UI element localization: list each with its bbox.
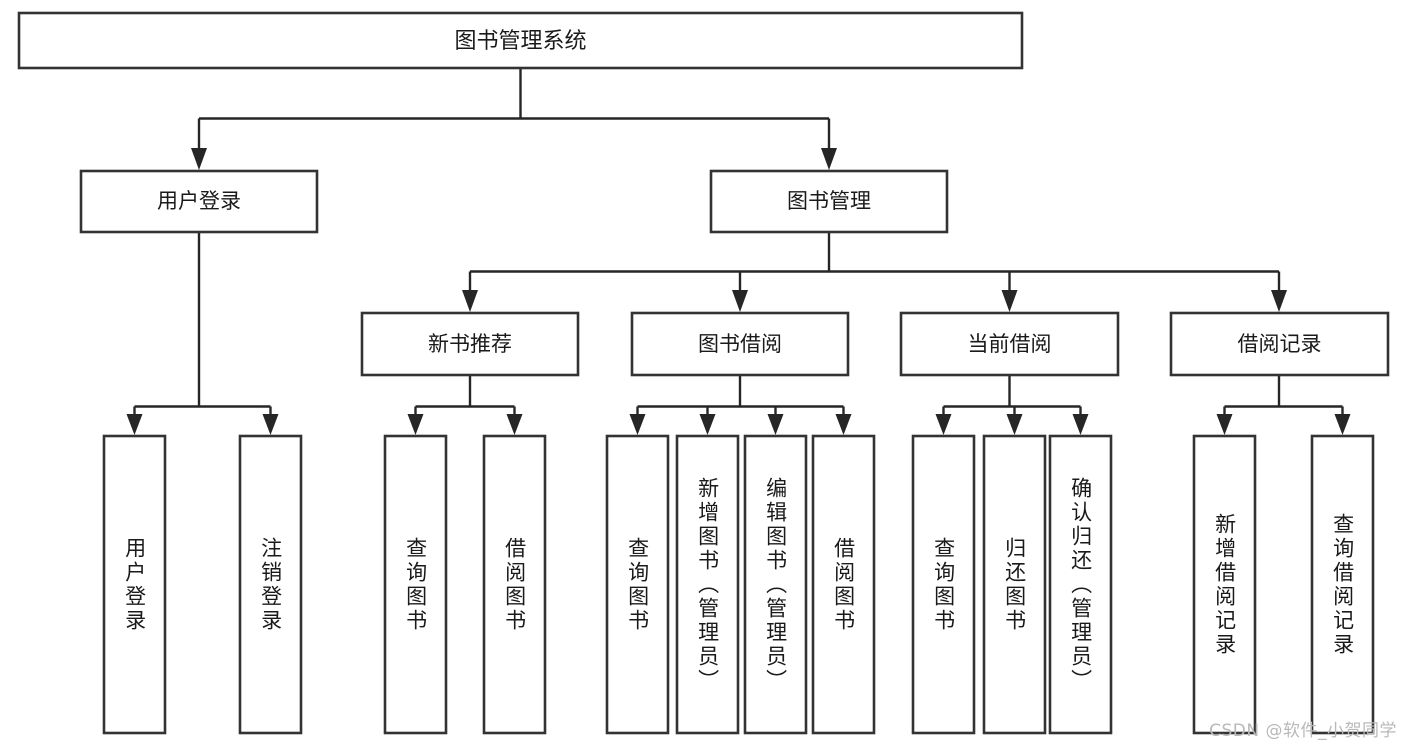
node-box-leaf-return-book[interactable] (982, 434, 1047, 735)
node-box-leaf-edit-book-admin[interactable] (743, 434, 808, 735)
node-box-new-book-recommend[interactable] (360, 311, 580, 377)
arrowhead-borrow-record (1271, 290, 1287, 312)
node-label-root: 图书管理系统 (454, 29, 586, 54)
node-box-borrow-record[interactable] (1169, 311, 1390, 377)
connector-book-management-to-level3 (462, 232, 1287, 312)
node-box-leaf-query-books-current[interactable] (911, 434, 976, 735)
arrowhead-leaf-query-books-current (935, 414, 952, 435)
arrowhead-leaf-query-books-borrow (629, 414, 646, 435)
node-user-login[interactable]: 用户登录 (79, 169, 319, 234)
node-label-current-borrow: 当前借阅 (968, 332, 1052, 356)
node-box-leaf-borrow-book[interactable] (811, 434, 876, 735)
node-current-borrow[interactable]: 当前借阅 (899, 311, 1120, 377)
arrowhead-user-login (191, 148, 207, 170)
node-box-leaf-query-borrow-record[interactable] (1310, 434, 1375, 735)
arrowhead-leaf-logout-login (262, 414, 279, 435)
arrowhead-leaf-add-borrow-record (1216, 414, 1233, 435)
node-box-leaf-borrow-books-rec[interactable] (482, 434, 547, 735)
node-box-leaf-logout-login[interactable] (238, 434, 303, 735)
arrowhead-leaf-return-book (1006, 414, 1023, 435)
connector-book-borrow-to-leaves (629, 375, 852, 435)
node-box-book-borrow[interactable] (630, 311, 850, 377)
arrowhead-book-management (821, 148, 837, 170)
node-borrow-record[interactable]: 借阅记录 (1169, 311, 1390, 377)
node-book-borrow[interactable]: 图书借阅 (630, 311, 850, 377)
connector-root-to-level2 (191, 68, 837, 170)
csdn-watermark: CSDN @软件_小贺同学 (1209, 721, 1397, 741)
node-label-borrow-record: 借阅记录 (1238, 332, 1322, 356)
node-box-leaf-user-login[interactable] (102, 434, 167, 735)
node-label-book-management: 图书管理 (787, 189, 871, 213)
arrowhead-leaf-user-login (126, 414, 143, 435)
arrowhead-new-book-recommend (462, 290, 478, 312)
node-label-new-book-recommend: 新书推荐 (428, 332, 512, 356)
node-label-user-login: 用户登录 (157, 189, 241, 213)
node-box-root[interactable] (17, 11, 1024, 70)
arrowhead-leaf-borrow-book (835, 414, 852, 435)
arrowhead-leaf-add-book-admin (699, 414, 716, 435)
arrowhead-leaf-query-books-rec (407, 414, 424, 435)
node-book-management[interactable]: 图书管理 (709, 169, 949, 234)
node-root-system[interactable]: 图书管理系统 (17, 11, 1024, 70)
connector-new-book-recommend-to-leaves (407, 375, 523, 435)
arrowhead-leaf-query-borrow-record (1334, 414, 1351, 435)
connector-user-login-to-leaves (126, 232, 279, 435)
node-box-leaf-query-books-borrow[interactable] (605, 434, 670, 735)
connector-borrow-record-to-leaves (1216, 375, 1351, 435)
arrowhead-leaf-edit-book-admin (767, 414, 784, 435)
node-box-leaf-query-books-rec[interactable] (383, 434, 448, 735)
node-box-leaf-confirm-return-admin[interactable] (1048, 434, 1113, 735)
node-box-user-login[interactable] (79, 169, 319, 234)
arrowhead-book-borrow (732, 290, 748, 312)
node-box-book-management[interactable] (709, 169, 949, 234)
arrowhead-current-borrow (1001, 290, 1018, 312)
node-box-current-borrow[interactable] (899, 311, 1120, 377)
arrowhead-leaf-borrow-books-rec (506, 414, 523, 435)
node-label-book-borrow: 图书借阅 (698, 332, 782, 356)
node-box-leaf-add-borrow-record[interactable] (1192, 434, 1257, 735)
node-new-book-recommend[interactable]: 新书推荐 (360, 311, 580, 377)
node-box-leaf-add-book-admin[interactable] (675, 434, 740, 735)
arrowhead-leaf-confirm-return-admin (1072, 414, 1089, 435)
connector-current-borrow-to-leaves (935, 375, 1089, 435)
